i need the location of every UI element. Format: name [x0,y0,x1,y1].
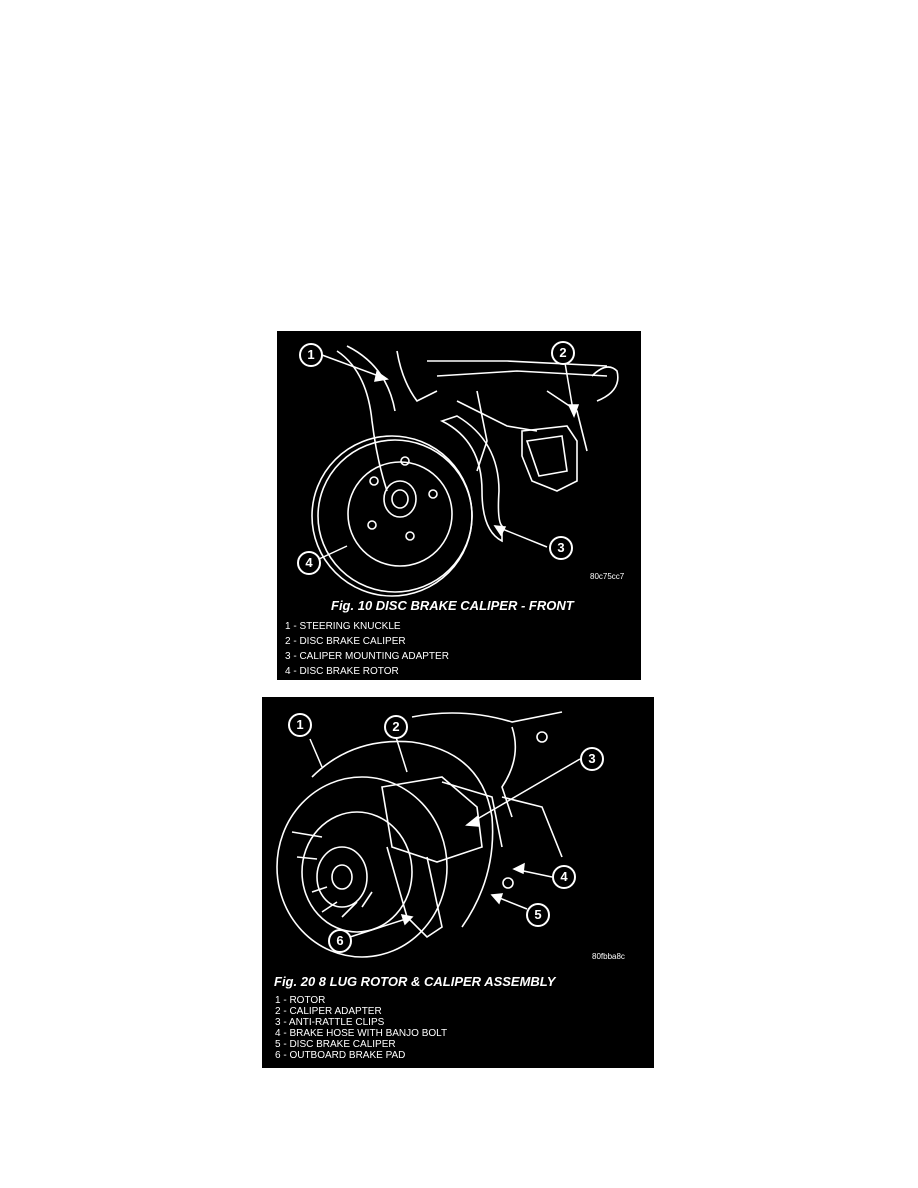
figure-code: 80fbba8c [592,952,625,961]
legend-item: 3 - CALIPER MOUNTING ADAPTER [285,651,449,662]
callout-4: 4 [297,551,321,575]
callout-6: 6 [328,929,352,953]
legend-item: 6 - OUTBOARD BRAKE PAD [275,1050,406,1061]
callout-1: 1 [288,713,312,737]
callout-2: 2 [384,715,408,739]
callout-1: 1 [299,343,323,367]
legend-item: 4 - DISC BRAKE ROTOR [285,666,399,677]
legend-item: 2 - CALIPER ADAPTER [275,1006,382,1017]
callout-3: 3 [549,536,573,560]
callout-4: 4 [552,865,576,889]
rotor-caliper-illustration [276,711,581,958]
figure-disc-brake-caliper-front: 1 2 3 4 80c75cc7 Fig. 10 DISC BRAKE CALI… [277,331,641,680]
callout-3: 3 [580,747,604,771]
legend-item: 1 - ROTOR [275,995,326,1006]
legend-item: 1 - STEERING KNUCKLE [285,621,401,632]
legend-item: 4 - BRAKE HOSE WITH BANJO BOLT [275,1028,448,1039]
figure-legend: 1 - ROTOR 2 - CALIPER ADAPTER 3 - ANTI-R… [275,995,447,1061]
figure-code: 80c75cc7 [590,572,625,581]
figure-legend: 1 - STEERING KNUCKLE 2 - DISC BRAKE CALI… [285,619,449,679]
disc-brake-illustration [311,345,619,597]
figure-caption: Fig. 20 8 LUG ROTOR & CALIPER ASSEMBLY [274,974,556,989]
figure-caption: Fig. 10 DISC BRAKE CALIPER - FRONT [331,598,574,613]
callout-2: 2 [551,341,575,365]
legend-item: 2 - DISC BRAKE CALIPER [285,636,406,647]
legend-item: 3 - ANTI-RATTLE CLIPS [275,1017,385,1028]
callout-5: 5 [526,903,550,927]
figure-8-lug-rotor-caliper: 1 2 3 4 5 6 80fbba8c Fig. 20 8 LUG ROTOR… [262,697,654,1068]
legend-item: 5 - DISC BRAKE CALIPER [275,1039,396,1050]
